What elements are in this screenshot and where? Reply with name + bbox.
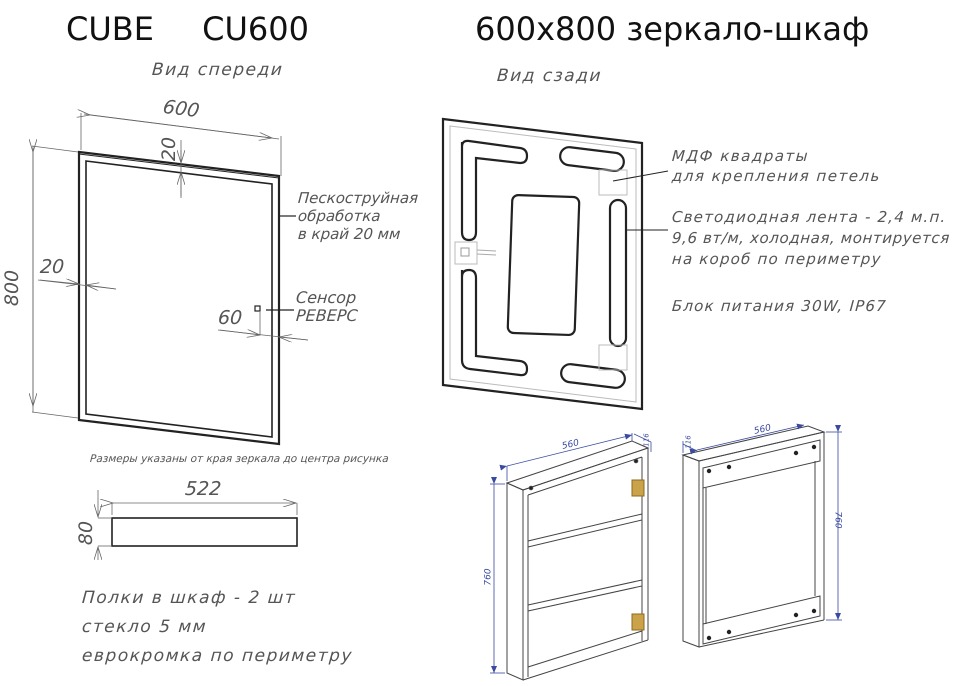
hinge-bottom-icon <box>631 613 645 631</box>
shelf-note-line-2: стекло 5 мм <box>81 617 208 637</box>
shelf-drawing <box>98 490 298 560</box>
hinge-top-icon <box>631 479 645 497</box>
mdf-square-top <box>598 169 628 196</box>
sensor-icon <box>254 305 261 312</box>
mirror-sandblast-inner-edge <box>85 160 273 438</box>
sensor-note-line-2: РЕВЕРС <box>295 306 359 325</box>
mdf-note-line-1: МДФ квадраты <box>671 147 810 165</box>
sensor-offset-dim: 60 <box>217 307 243 329</box>
front-height-dim: 800 <box>1 269 24 307</box>
sensor-note-line-1: Сенсор <box>295 288 357 307</box>
psu-note: Блок питания 30W, IP67 <box>671 297 888 315</box>
cabinet-open-depth-dim: 116 <box>642 433 651 447</box>
sandblast-note: Пескоструйная обработка в край 20 мм <box>297 189 419 243</box>
mounting-holes <box>706 444 817 641</box>
led-note-line-3: на короб по периметру <box>671 250 883 268</box>
shelf-note-line-3: еврокромка по периметру <box>81 646 354 666</box>
shelf-notes: Полки в шкаф - 2 шт стекло 5 мм еврокром… <box>81 584 354 671</box>
mdf-square-bottom <box>598 344 628 371</box>
shelf-length-dim: 522 <box>184 478 223 500</box>
led-note: Светодиодная лента - 2,4 м.п. 9,6 вт/м, … <box>671 207 951 270</box>
cabinet-back-height-dim: 760 <box>832 511 843 529</box>
led-channel-slots <box>460 139 628 389</box>
front-left-edge-dim: 20 <box>39 256 65 278</box>
sandblast-note-line-2: обработка <box>297 207 382 225</box>
mirror-outer-edge <box>77 150 281 446</box>
dimension-footnote: Размеры указаны от края зеркала до центр… <box>89 453 390 465</box>
front-dimensions <box>32 113 309 419</box>
sandblast-note-line-3: в край 20 мм <box>297 225 402 243</box>
model-title: CUBE CU600 <box>66 10 309 48</box>
led-note-line-1: Светодиодная лента - 2,4 м.п. <box>671 208 948 226</box>
model-code: CU600 <box>202 10 309 48</box>
connector-icon <box>454 241 478 265</box>
mdf-note: МДФ квадраты для крепления петель <box>671 146 882 186</box>
sensor-note: Сенсор РЕВЕРС <box>295 288 359 325</box>
front-mirror <box>77 150 281 446</box>
led-note-line-2: 9,6 вт/м, холодная, монтируется <box>671 229 951 247</box>
cabinet-open-height-dim: 760 <box>483 568 494 586</box>
rear-panel <box>441 117 669 411</box>
sandblast-note-line-1: Пескоструйная <box>297 189 419 207</box>
cabinet-open-drawing <box>490 433 652 681</box>
shelf-note-line-1: Полки в шкаф - 2 шт <box>81 588 297 608</box>
front-top-edge-dim: 20 <box>158 136 181 162</box>
mdf-note-line-2: для крепления петель <box>671 167 882 185</box>
shelf-height-dim: 80 <box>75 520 98 546</box>
product-description: 600x800 зеркало-шкаф <box>475 10 870 48</box>
cabinet-back-depth-dim: 116 <box>684 435 693 449</box>
model-name: CUBE <box>66 10 154 48</box>
cabinet-back-drawing <box>681 423 842 648</box>
front-width-dim: 600 <box>161 95 202 123</box>
